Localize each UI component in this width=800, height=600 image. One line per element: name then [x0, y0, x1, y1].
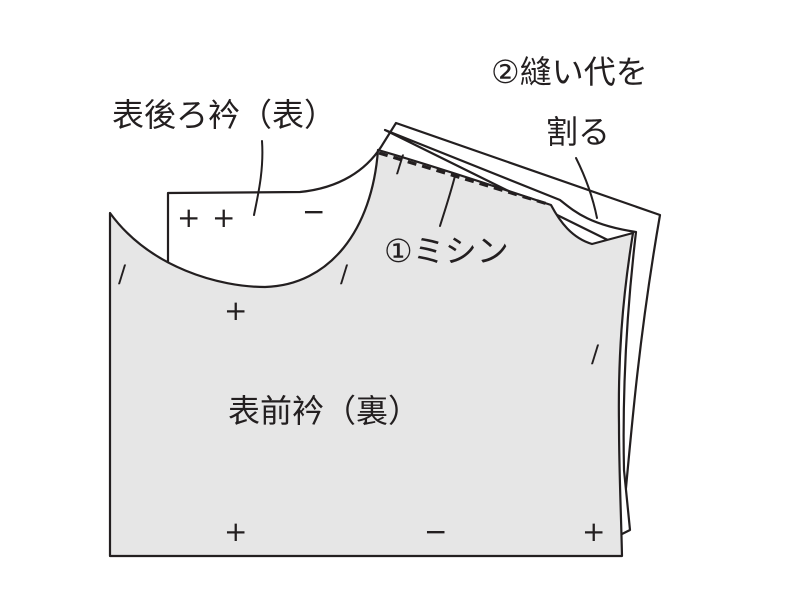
- tick-mark: /: [591, 340, 600, 368]
- leader-stitch: [439, 175, 456, 227]
- back-collar-label: 表後ろ衿（表）: [112, 96, 336, 134]
- leader-back-collar: [253, 140, 264, 216]
- tick-mark: /: [396, 150, 405, 178]
- front-collar-label: 表前衿（裏）: [228, 392, 420, 430]
- plus-mark: +: [224, 294, 247, 327]
- plus-mark: +: [224, 515, 247, 548]
- step-press-open-label-line2: 割る: [546, 113, 610, 151]
- minus-mark: −: [302, 195, 325, 228]
- minus-mark: −: [424, 515, 447, 548]
- tick-mark: /: [340, 260, 349, 288]
- tick-mark: /: [118, 260, 127, 288]
- leader-seam-allowance: [575, 157, 598, 219]
- step-sew-label: ①ミシン: [384, 232, 509, 270]
- plus-mark: +: [582, 515, 605, 548]
- step-press-open-label-line1: ②縫い代を: [491, 53, 648, 91]
- plus-mark: +: [177, 201, 200, 234]
- plus-mark: +: [212, 201, 235, 234]
